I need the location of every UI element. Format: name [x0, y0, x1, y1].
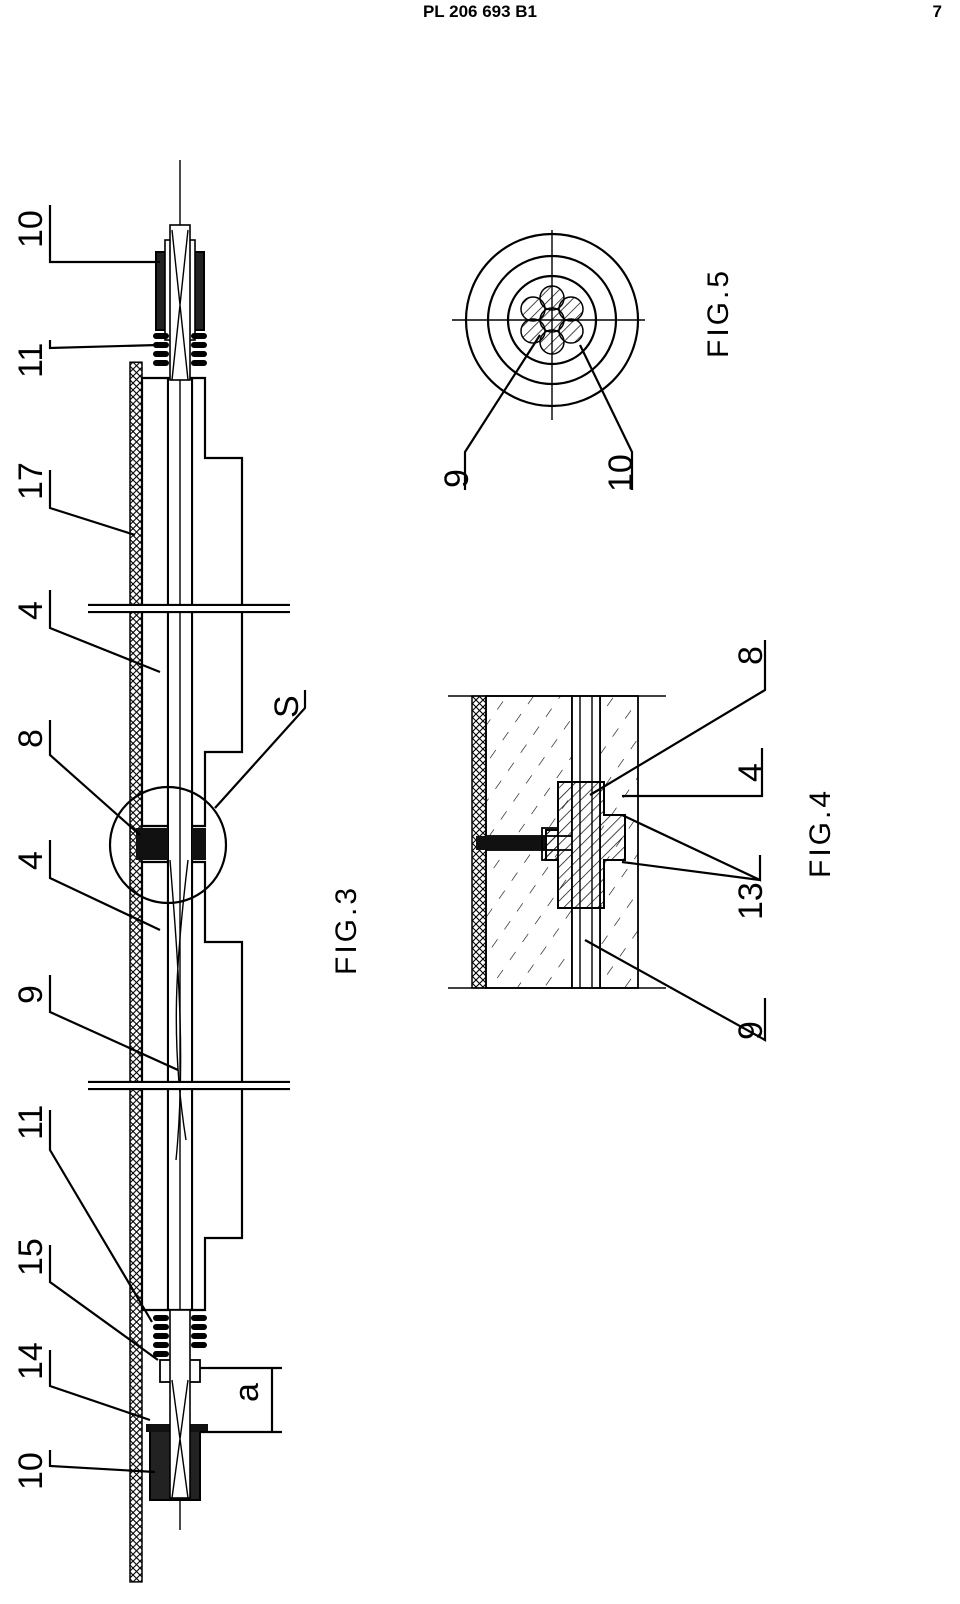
- fig3-leader-11-bot: [48, 1110, 153, 1323]
- fig3-leader-10-bot: [48, 1450, 156, 1474]
- fig5-hatched-sleeve: [486, 254, 618, 386]
- fig4-label-8: 8: [732, 646, 770, 665]
- fig4-joint-flange: [541, 827, 559, 861]
- fig3-label-14: 14: [12, 1342, 50, 1380]
- fig5-label-9: 9: [438, 469, 476, 488]
- fig4-leader-8: [589, 640, 767, 796]
- fig3-label-8: 8: [12, 729, 50, 748]
- fig3-rod-top-twist: [171, 229, 189, 381]
- fig5-label-10: 10: [602, 454, 640, 492]
- fig3-leader-11-top: [48, 340, 159, 350]
- fig3-leader-14: [48, 1350, 151, 1422]
- fig5-leader-9: [463, 334, 541, 490]
- fig3-leader-9: [48, 975, 179, 1072]
- fig3-leader-S: [214, 690, 307, 809]
- fig5-drawing: 9 10 FIG.5: [438, 230, 735, 492]
- fig4-label-4: 4: [732, 763, 770, 782]
- fig3-label-4-mid: 4: [12, 851, 50, 870]
- fig3-label-15: 15: [12, 1238, 50, 1276]
- fig4-leader-13: [621, 814, 762, 882]
- fig3-joint-ring-left: [136, 828, 168, 860]
- fig3-label-11-top: 11: [12, 343, 50, 378]
- fig3-leader-15: [48, 1245, 159, 1361]
- fig3-leader-17: [48, 470, 136, 537]
- fig5-strands: [520, 285, 584, 355]
- fig3-joint-ring-right: [192, 828, 206, 860]
- fig3-label-9: 9: [12, 985, 50, 1004]
- fig3-label-4-top: 4: [12, 601, 50, 620]
- fig3-label-a: a: [228, 1383, 266, 1402]
- fig3-leader-10-top: [48, 205, 160, 264]
- page-number: 7: [932, 2, 942, 21]
- fig4-joint-gap: [476, 836, 546, 850]
- fig5-outer-ring: [464, 232, 640, 408]
- fig5-inner-bore: [506, 274, 598, 366]
- fig4-drawing: 8 4 13 9 FIG.4: [448, 640, 837, 1042]
- fig3-label-17: 17: [12, 462, 50, 500]
- fig3-label-S: S: [268, 695, 306, 718]
- fig3-label-10-top: 10: [12, 210, 50, 248]
- fig3-spring-bottom: [153, 1315, 207, 1357]
- fig3-detail-circle-S: [108, 785, 228, 905]
- fig3-label-11-bot: 11: [12, 1105, 50, 1140]
- fig4-leader-9: [584, 939, 767, 1042]
- fig3-label-10-bot: 10: [12, 1452, 50, 1490]
- fig3-spring-top: [153, 333, 207, 366]
- fig3-rod-bottom: [169, 1309, 191, 1499]
- fig3-strands: [169, 859, 189, 1161]
- fig5-leader-10: [579, 344, 634, 490]
- fig3-break-bot-gap: [88, 1083, 290, 1088]
- fig4-label-13: 13: [732, 882, 770, 920]
- fig4-caption: FIG.4: [804, 788, 837, 878]
- fig3-leader-4-mid: [48, 840, 161, 931]
- fig3-caption: FIG.3: [330, 885, 363, 975]
- document-number: PL 206 693 B1: [422, 2, 538, 21]
- fig4-label-9: 9: [732, 1021, 770, 1040]
- fig3-drawing: a 10 11 17 4 8 S 4 9 11 15 14 10 FIG.3: [12, 160, 363, 1583]
- fig3-insulator-upper: [140, 376, 244, 828]
- fig5-caption: FIG.5: [702, 268, 735, 358]
- fig3-break-top-gap: [88, 606, 290, 611]
- fig3-leader-4-top: [48, 590, 161, 674]
- fig3-cover-layer: [129, 361, 143, 1583]
- fig3-leader-8: [48, 720, 141, 836]
- fig4-leader-4: [622, 748, 764, 798]
- fig3-rod-bottom-twist: [171, 1379, 189, 1499]
